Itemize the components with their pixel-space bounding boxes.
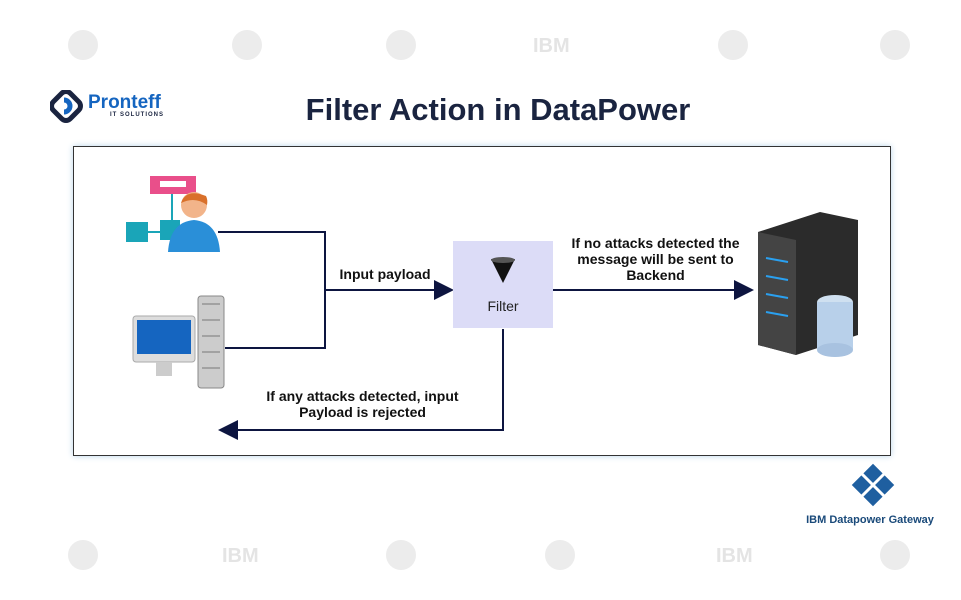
funnel-icon [491,257,515,283]
watermark-icon [880,30,910,60]
pronteff-logo-icon [50,90,83,123]
reject-label: If any attacks detected, input Payload i… [266,388,459,420]
watermark-icon [386,30,416,60]
watermark-ibm: IBM [716,545,753,567]
watermark-icon [718,30,748,60]
input-payload-label: Input payload [339,266,431,282]
brand-tagline: IT SOLUTIONS [110,112,164,118]
watermark-ibm: IBM [533,35,570,57]
reject-arrow [218,329,504,440]
watermark-icon [545,540,575,570]
brand-name: Pronteff [88,92,161,113]
user-icon [126,176,220,252]
page-title: Filter Action in DataPower [305,92,691,127]
computer-icon [132,295,225,389]
watermark-icon [68,30,98,60]
watermark-icon [232,30,262,60]
watermark-icon [880,540,910,570]
watermark-icon [68,540,98,570]
watermark-icon [386,540,416,570]
watermark-ibm: IBM [222,545,259,567]
filter-label: Filter [487,298,519,314]
success-label: If no attacks detected the message will … [571,235,740,283]
ibm-datapower-logo-icon [851,463,895,507]
filter-node [453,241,553,328]
server-icon [758,212,858,357]
user-connector [218,231,326,349]
ibm-datapower-gateway-label: IBM Datapower Gateway [806,514,934,526]
